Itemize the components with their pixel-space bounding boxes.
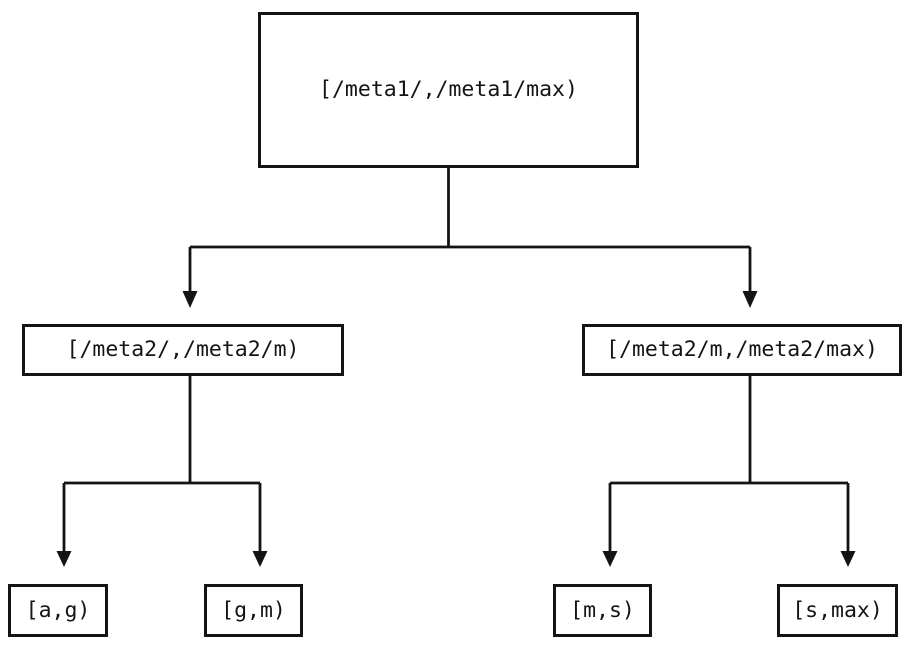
tree-node-label: [a,g): [25, 597, 91, 623]
arrowhead-down-icon: [840, 551, 856, 567]
tree-node-leaf-s-max: [s,max): [777, 584, 898, 637]
tree-node-label: [g,m): [221, 597, 286, 623]
tree-node-root: [/meta1/,/meta1/max): [258, 12, 639, 168]
arrowhead-down-icon: [602, 551, 618, 567]
tree-node-leaf-m-s: [m,s): [553, 584, 652, 637]
arrowhead-down-icon: [742, 291, 758, 308]
tree-node-label: [/meta1/,/meta1/max): [319, 77, 578, 103]
arrowhead-down-icon: [252, 551, 268, 567]
tree-node-label: [s,max): [792, 597, 883, 623]
tree-node-label: [/meta2/m,/meta2/max): [606, 337, 878, 363]
tree-node-leaf-a-g: [a,g): [8, 584, 108, 637]
arrowhead-down-icon: [182, 291, 198, 308]
tree-node-leaf-g-m: [g,m): [204, 584, 303, 637]
tree-node-meta2-right: [/meta2/m,/meta2/max): [582, 324, 902, 376]
arrowhead-down-icon: [56, 551, 72, 567]
tree-node-label: [/meta2/,/meta2/m): [66, 337, 300, 363]
tree-node-meta2-left: [/meta2/,/meta2/m): [22, 324, 344, 376]
tree-node-label: [m,s): [570, 597, 635, 623]
